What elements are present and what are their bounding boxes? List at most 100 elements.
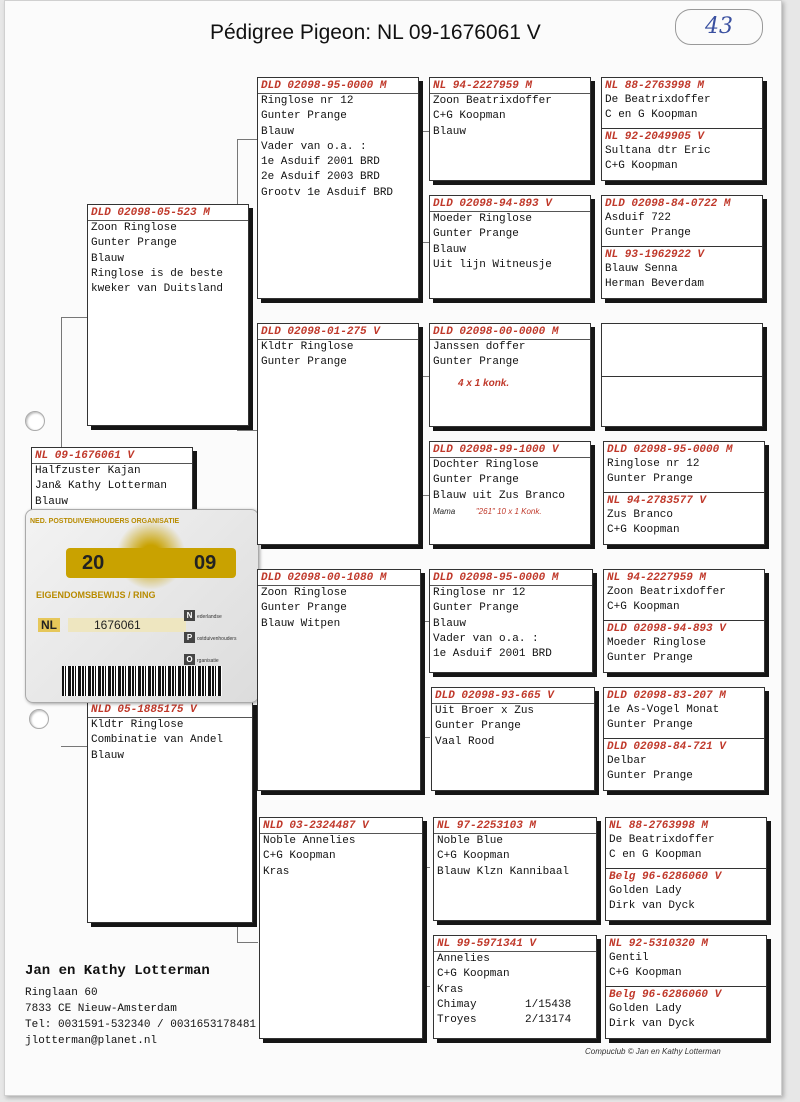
info-line: Gunter Prange bbox=[607, 719, 693, 732]
page-title: Pédigree Pigeon: NL 09-1676061 V bbox=[210, 21, 541, 44]
great-grandparent-box: NL 99-5971341 V Annelies C+G Koopman Kra… bbox=[433, 935, 597, 1039]
ring-number: DLD 02098-00-0000 M bbox=[430, 324, 590, 340]
gen4-ancestor-empty bbox=[602, 324, 762, 376]
info-line: Gunter Prange bbox=[433, 228, 519, 241]
card-year-band bbox=[66, 548, 236, 578]
info-line: Halfzuster Kajan bbox=[35, 465, 141, 477]
info-line: C+G Koopman bbox=[437, 850, 510, 863]
info-line: C+G Koopman bbox=[433, 110, 506, 123]
ring-number: DLD 02098-99-1000 V bbox=[430, 442, 590, 458]
owner-contact-block: Jan en Kathy Lotterman Ringlaan 60 7833 … bbox=[25, 963, 256, 1049]
great-grandparent-box: DLD 02098-93-665 V Uit Broer x Zus Gunte… bbox=[431, 687, 595, 791]
info-line: Sultana dtr Eric bbox=[605, 145, 711, 157]
gen4-ancestor: DLD 02098-94-893 V Moeder Ringlose Gunte… bbox=[604, 620, 764, 672]
info-line: Herman Beverdam bbox=[605, 278, 705, 291]
info-line: Kldtr Ringlose bbox=[261, 341, 354, 353]
gen4-pair-box: NL 92-5310320 M Gentil C+G Koopman Belg … bbox=[605, 935, 767, 1039]
grandparent-box: NLD 03-2324487 V Noble Annelies C+G Koop… bbox=[259, 817, 423, 1039]
note-label: Mama bbox=[433, 506, 456, 516]
info-line: Blauw bbox=[91, 749, 125, 762]
gen4-ancestor: NL 88-2763998 M De Beatrixdoffer C en G … bbox=[602, 78, 762, 128]
info-line: C+G Koopman bbox=[609, 967, 682, 980]
info-line: 2e Asduif 2003 BRD bbox=[261, 171, 380, 184]
info-line: Dirk van Dyck bbox=[609, 900, 695, 913]
grandparent-box: DLD 02098-01-275 V Kldtr Ringlose Gunter… bbox=[257, 323, 419, 545]
info-line: Gunter Prange bbox=[261, 356, 347, 369]
ring-number: DLD 02098-95-0000 M bbox=[607, 444, 733, 456]
ring-number: DLD 02098-94-893 V bbox=[607, 623, 726, 635]
info-line: Golden Lady bbox=[609, 885, 682, 897]
info-line: Grootv 1e Asduif BRD bbox=[261, 186, 394, 199]
card-year-left: 20 bbox=[82, 552, 105, 574]
info-line: De Beatrixdoffer bbox=[609, 834, 715, 846]
father-box: DLD 02098-05-523 M Zoon Ringlose Gunter … bbox=[87, 204, 249, 426]
gen4-ancestor: DLD 02098-84-0722 M Asduif 722 Gunter Pr… bbox=[602, 196, 762, 246]
race-name: Chimay bbox=[437, 998, 477, 1011]
ring-number: DLD 02098-01-275 V bbox=[258, 324, 418, 340]
ring-number: NL 09-1676061 V bbox=[32, 448, 192, 464]
info-line: Vaal Rood bbox=[435, 735, 495, 748]
ring-number: NLD 03-2324487 V bbox=[260, 818, 422, 834]
note-text: "261" 10 x 1 Konk. bbox=[475, 506, 542, 516]
npo-letter: N bbox=[184, 610, 195, 621]
owner-address: Ringlaan 60 bbox=[25, 987, 98, 999]
info-line: C en G Koopman bbox=[605, 109, 698, 122]
gen4-ancestor: NL 93-1962922 V Blauw Senna Herman Bever… bbox=[602, 246, 762, 298]
ring-number: DLD 02098-95-0000 M bbox=[430, 570, 592, 586]
race-placing: 1/15438 bbox=[525, 998, 572, 1011]
info-line: Blauw bbox=[433, 125, 467, 138]
card-barcode bbox=[62, 666, 222, 696]
info-line: Jan& Kathy Lotterman bbox=[35, 480, 168, 493]
info-line: Gentil bbox=[609, 952, 649, 964]
info-line: 1e Asduif 2001 BRD bbox=[261, 156, 380, 169]
npo-word: ederlandse bbox=[197, 614, 222, 620]
info-line: C+G Koopman bbox=[607, 524, 680, 537]
npo-letter: P bbox=[184, 632, 195, 643]
ring-number: NLD 05-1885175 V bbox=[88, 702, 252, 718]
card-title: EIGENDOMSBEWIJS / RING bbox=[36, 590, 156, 600]
page-number: 43 bbox=[675, 9, 763, 45]
info-line: C+G Koopman bbox=[263, 850, 336, 863]
gen4-pair-box: DLD 02098-95-0000 M Ringlose nr 12 Gunte… bbox=[603, 441, 765, 545]
card-ring-number: 1676061 bbox=[68, 618, 186, 632]
info-line: Combinatie van Andel bbox=[91, 734, 224, 747]
npo-word: ostduivenhouders bbox=[197, 636, 237, 642]
info-line: Zoon Ringlose bbox=[261, 587, 347, 599]
info-line: Zus Branco bbox=[607, 509, 674, 521]
great-grandparent-box: DLD 02098-99-1000 V Dochter Ringlose Gun… bbox=[429, 441, 591, 545]
info-line: C+G Koopman bbox=[605, 160, 678, 173]
great-grandparent-box: NL 94-2227959 M Zoon Beatrixdoffer C+G K… bbox=[429, 77, 591, 181]
ring-number: NL 94-2227959 M bbox=[607, 572, 707, 584]
info-line: Vader van o.a. : bbox=[433, 632, 539, 645]
ring-number: NL 99-5971341 V bbox=[434, 936, 596, 952]
info-line: Uit lijn Witneusje bbox=[433, 258, 552, 271]
info-line: 1e Asduif 2001 BRD bbox=[433, 648, 552, 661]
ring-number: NL 88-2763998 M bbox=[605, 80, 705, 92]
info-line: Blauw bbox=[433, 243, 467, 256]
info-line: Noble Blue bbox=[437, 835, 504, 847]
card-country: NL bbox=[38, 618, 60, 632]
punch-hole bbox=[29, 709, 49, 729]
gen4-ancestor: NL 94-2783577 V Zus Branco C+G Koopman bbox=[604, 492, 764, 544]
gen4-ancestor: DLD 02098-84-721 V Delbar Gunter Prange bbox=[604, 738, 764, 790]
gen4-pair-box: NL 88-2763998 M De Beatrixdoffer C en G … bbox=[601, 77, 763, 181]
owner-city: 7833 CE Nieuw-Amsterdam bbox=[25, 1003, 177, 1015]
connector-line bbox=[61, 317, 87, 318]
card-organization: NED. POSTDUIVENHOUDERS ORGANISATIE bbox=[30, 518, 180, 525]
npo-word: rganisatie bbox=[197, 658, 219, 664]
info-line: Moeder Ringlose bbox=[607, 637, 707, 649]
gen4-pair-box: NL 94-2227959 M Zoon Beatrixdoffer C+G K… bbox=[603, 569, 765, 673]
info-line: Golden Lady bbox=[609, 1003, 682, 1015]
race-result: Chimay 1/15438 bbox=[434, 998, 596, 1013]
gen4-ancestor: Belg 96-6286060 V Golden Lady Dirk van D… bbox=[606, 868, 766, 920]
gen4-pair-box bbox=[601, 323, 763, 427]
gen4-ancestor: Belg 96-6286060 V Golden Lady Dirk van D… bbox=[606, 986, 766, 1038]
gen4-ancestor: NL 92-5310320 M Gentil C+G Koopman bbox=[606, 936, 766, 986]
info-line: Gunter Prange bbox=[433, 602, 519, 615]
info-line: Blauw Klzn Kannibaal bbox=[437, 865, 570, 878]
ring-number: DLD 02098-00-1080 M bbox=[258, 570, 420, 586]
mother-box: NLD 05-1885175 V Kldtr Ringlose Combinat… bbox=[87, 701, 253, 923]
info-line: Kras bbox=[437, 983, 464, 996]
gen4-ancestor: NL 92-2049905 V Sultana dtr Eric C+G Koo… bbox=[602, 128, 762, 180]
info-line: Gunter Prange bbox=[433, 356, 519, 369]
